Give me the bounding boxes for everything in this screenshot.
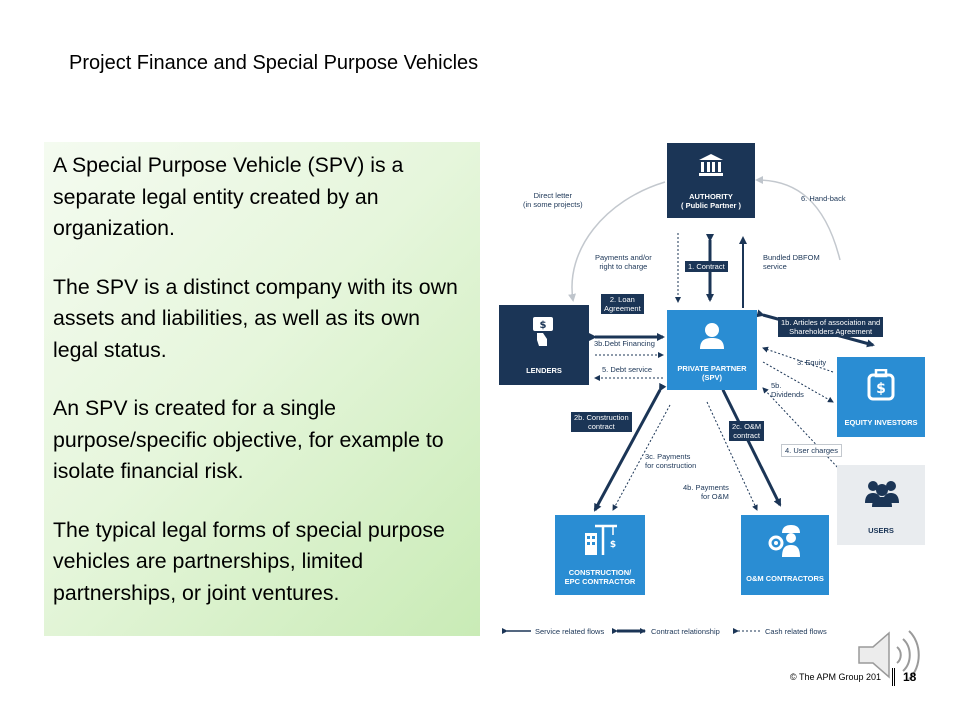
note-debt-financing: 3b.Debt Financing	[594, 339, 655, 348]
footer-divider	[892, 668, 895, 686]
tag-loan: 2. Loan Agreement	[601, 294, 644, 314]
paragraph-legal-forms: The typical legal forms of special purpo…	[53, 517, 445, 605]
dividends-arrow	[762, 361, 834, 403]
private-partner-box: PRIVATE PARTNER (SPV)	[667, 310, 757, 390]
tag-articles-line2: Shareholders Agreement	[789, 327, 873, 336]
note-payments-om-line1: 4b. Payments	[683, 483, 729, 492]
private-partner-label: PRIVATE PARTNER	[677, 364, 747, 373]
hand-back-arrow	[755, 176, 841, 261]
tag-contract: 1. Contract	[685, 261, 728, 272]
footer-copyright: © The APM Group 201	[790, 672, 882, 682]
note-payments-om: 4b. Payments for O&M	[683, 483, 729, 501]
note-direct-letter: Direct letter (in some projects)	[523, 191, 583, 209]
paragraph-single-purpose: An SPV is created for a single purpose/s…	[53, 396, 444, 483]
note-equity: 3. Equity	[797, 358, 827, 367]
spv-structure-diagram: AUTHORITY ( Public Partner ) PRIVATE PAR…	[495, 140, 930, 648]
authority-box: AUTHORITY ( Public Partner )	[667, 143, 755, 218]
om-contractors-label: O&M CONTRACTORS	[746, 574, 824, 583]
tag-construction-line1: 2b. Construction	[574, 413, 629, 422]
note-user-charges: 4. User charges	[781, 444, 842, 457]
note-debt-service: 5. Debt service	[602, 365, 653, 374]
direct-letter-arrow	[568, 181, 666, 302]
diagram-arrows	[502, 176, 875, 634]
user-charges-arrow	[762, 387, 841, 471]
tag-loan-line1: 2. Loan	[609, 295, 635, 304]
authority-label: AUTHORITY	[689, 192, 733, 201]
note-hand-back: 6. Hand-back	[801, 194, 846, 203]
svg-text:$: $	[876, 381, 886, 397]
tag-articles-line1: 1b. Articles of association and	[781, 318, 881, 327]
users-box: USERS	[837, 465, 925, 545]
paragraph-distinct-company: The SPV is a distinct company with its o…	[53, 274, 458, 362]
tag-construction-line2: contract	[587, 422, 615, 431]
page-number: 18	[903, 670, 917, 684]
users-label: USERS	[868, 526, 894, 535]
legend-service: Service related flows	[535, 627, 605, 636]
slide-title: Project Finance and Special Purpose Vehi…	[69, 52, 479, 74]
note-payments-construction-line1: 3c. Payments	[645, 452, 691, 461]
note-payments-construction: 3c. Payments for construction	[645, 452, 696, 470]
note-direct-letter-line1: Direct letter	[533, 191, 572, 200]
construction-contract-arrow	[593, 382, 667, 512]
lenders-box: $ LENDERS	[499, 305, 589, 385]
note-bundled-line1: Bundled DBFOM	[763, 253, 820, 262]
equity-arrow	[762, 346, 834, 373]
om-contractors-box: O&M CONTRACTORS	[741, 515, 829, 595]
note-bundled: Bundled DBFOM service	[763, 253, 820, 271]
tag-om-contract: 2c. O&M contract	[729, 421, 765, 441]
private-partner-sublabel: (SPV)	[701, 373, 722, 382]
om-contract-arrow	[716, 382, 782, 507]
note-dividends-line2: Dividends	[771, 390, 804, 399]
legend-contract: Contract relationship	[651, 627, 720, 636]
tag-loan-line2: Agreement	[604, 304, 641, 313]
tag-om-line2: contract	[733, 431, 760, 440]
note-dividends-line1: 5b.	[771, 381, 782, 390]
note-payments-om-line2: for O&M	[700, 492, 729, 501]
note-dividends: 5b. Dividends	[771, 381, 804, 399]
note-direct-letter-line2: (in some projects)	[523, 200, 583, 209]
note-payments-line2: right to charge	[599, 262, 648, 271]
svg-text:$: $	[540, 320, 547, 331]
tag-construction-contract: 2b. Construction contract	[571, 412, 632, 432]
note-bundled-line2: service	[763, 262, 787, 271]
note-payments: Payments and/or right to charge	[595, 253, 652, 271]
equity-investors-box: $ EQUITY INVESTORS	[837, 357, 925, 437]
spv-description-box: A Special Purpose Vehicle (SPV) is a sep…	[44, 142, 480, 636]
legend-cash: Cash related flows	[765, 627, 827, 636]
tag-articles: 1b. Articles of association and Sharehol…	[778, 317, 884, 337]
note-payments-construction-line2: for construction	[645, 461, 697, 470]
note-payments-line1: Payments and/or	[595, 253, 652, 262]
lenders-label: LENDERS	[526, 366, 562, 375]
construction-label: CONSTRUCTION/	[568, 568, 632, 577]
construction-sublabel: EPC CONTRACTOR	[564, 577, 636, 586]
tag-om-line1: 2c. O&M	[732, 422, 762, 431]
construction-box: $ CONSTRUCTION/ EPC CONTRACTOR	[555, 515, 645, 595]
paragraph-definition: A Special Purpose Vehicle (SPV) is a sep…	[53, 153, 404, 240]
authority-sublabel: ( Public Partner )	[680, 201, 741, 210]
equity-investors-label: EQUITY INVESTORS	[844, 418, 918, 427]
audio-speaker-icon[interactable]	[855, 625, 931, 690]
svg-text:$: $	[610, 540, 616, 550]
